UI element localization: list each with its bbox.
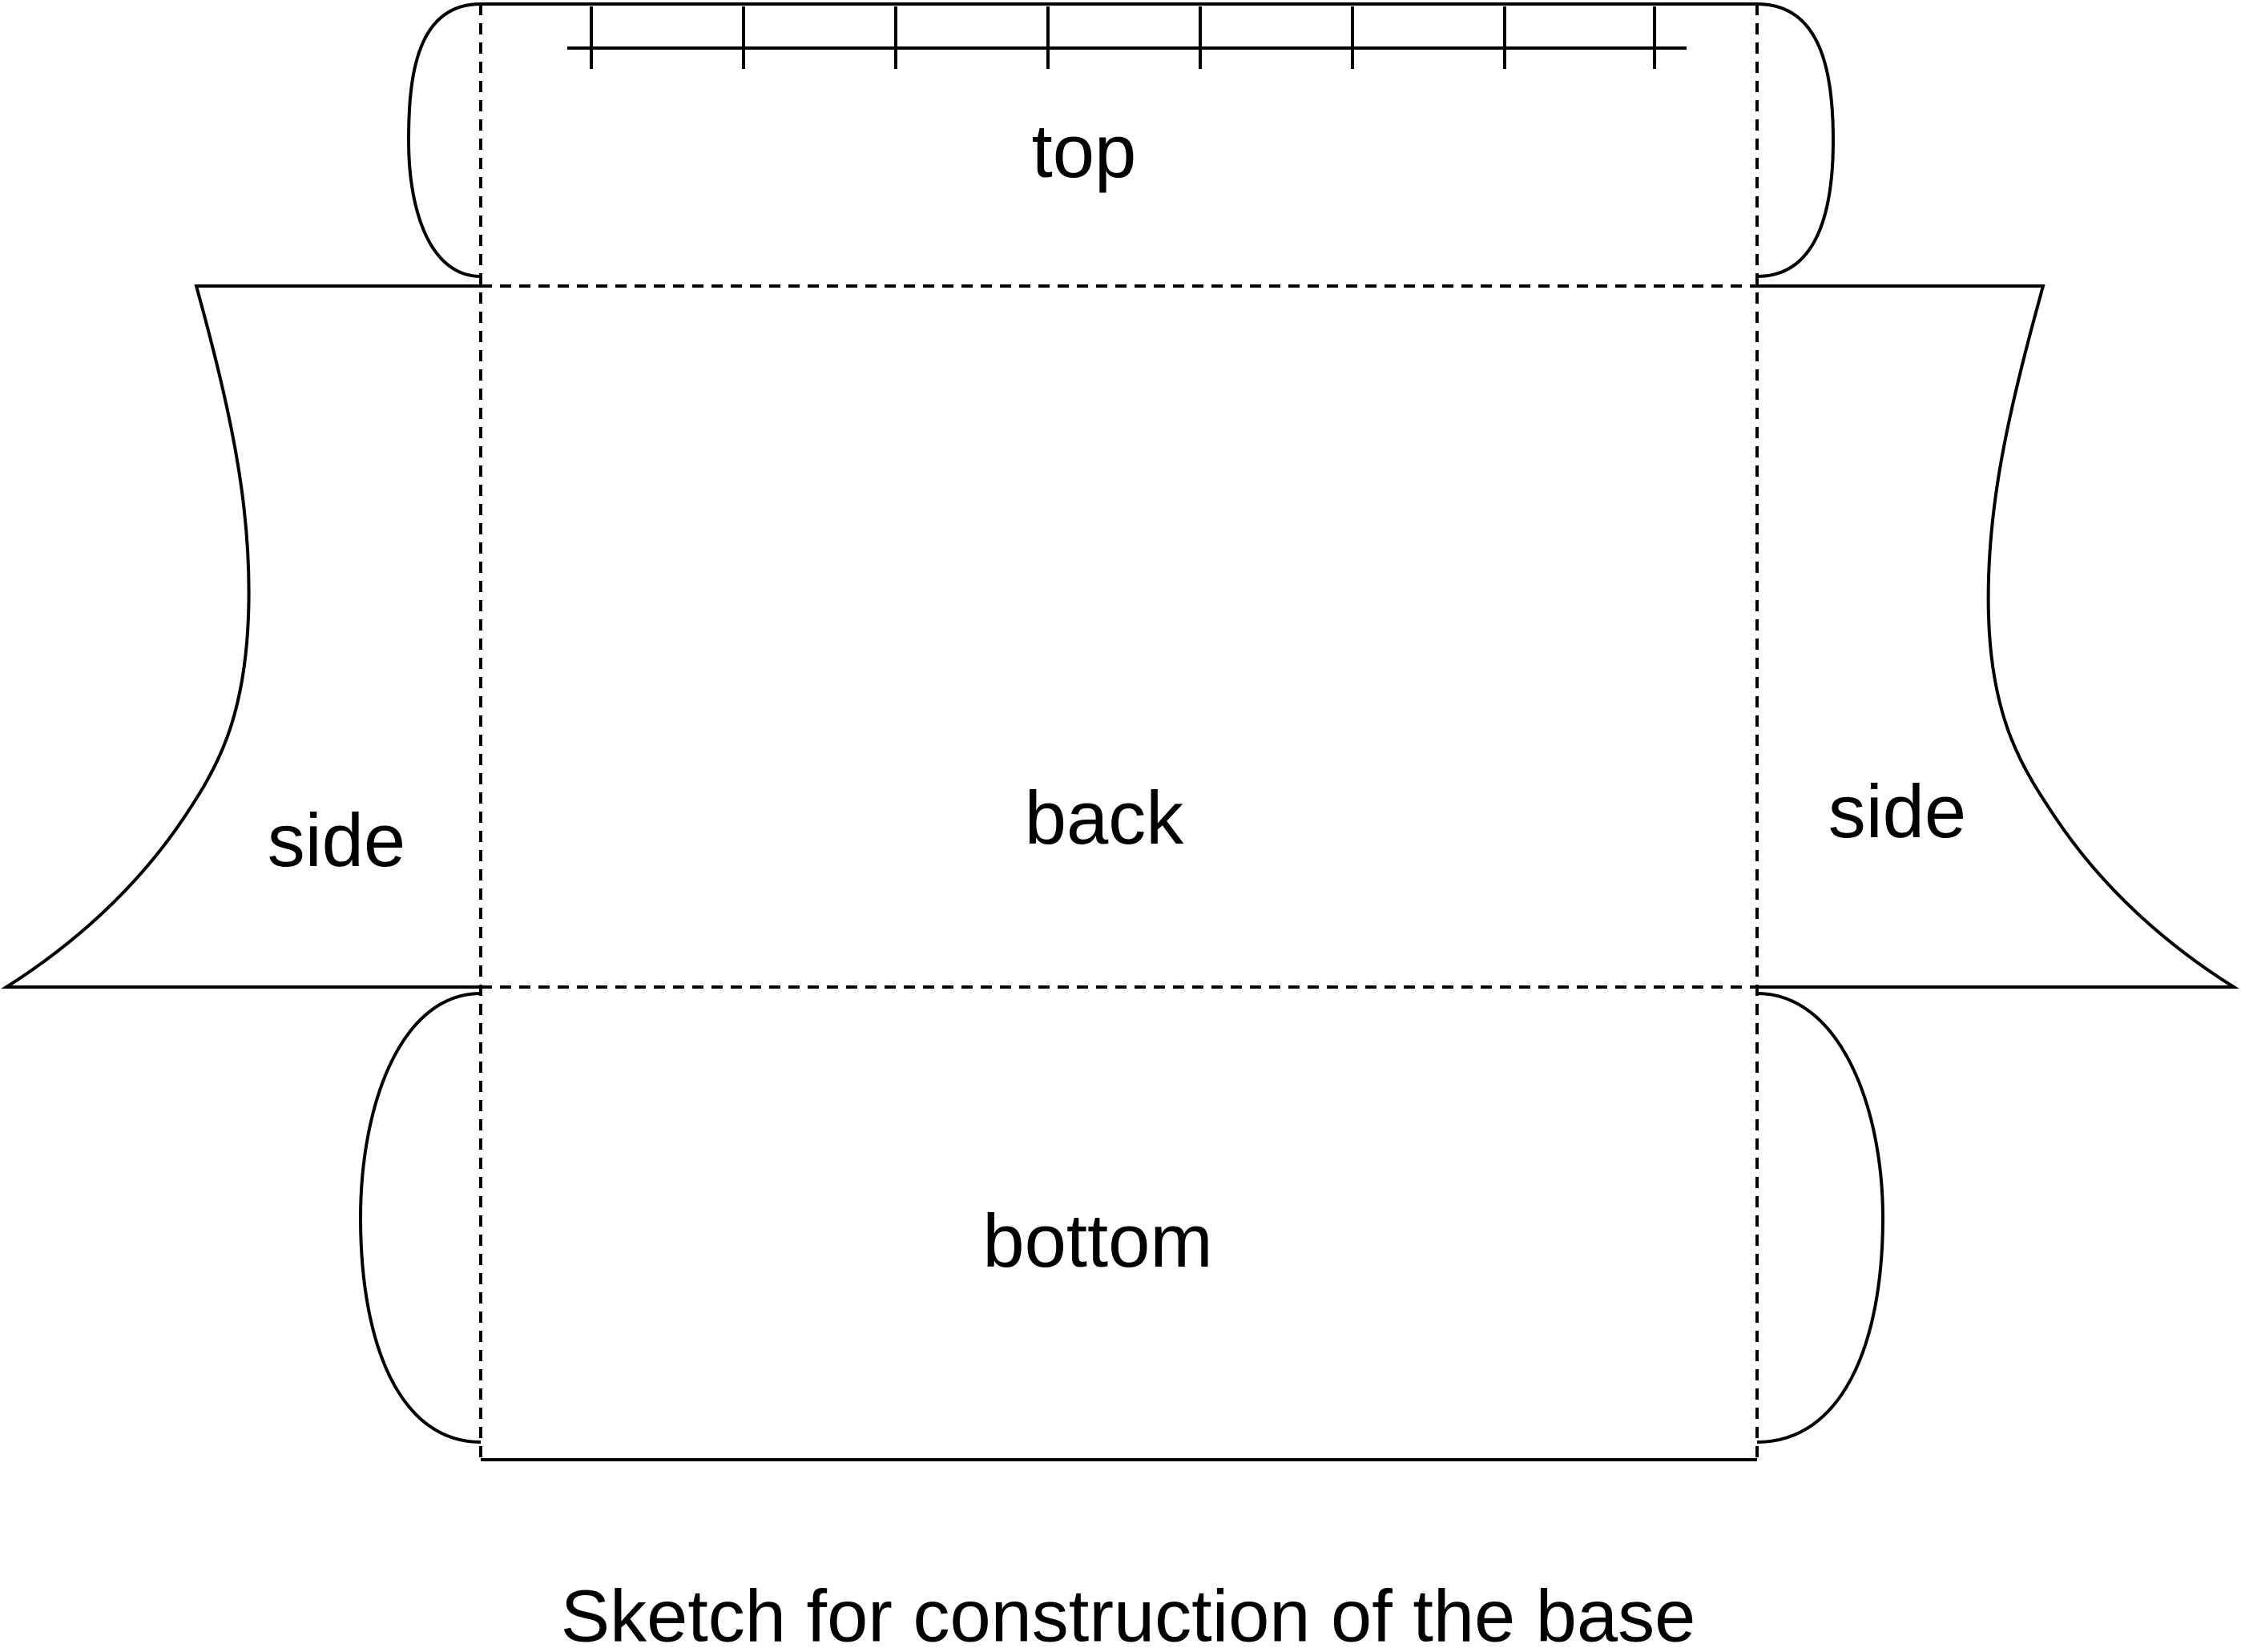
top-left-flap [406, 2, 482, 278]
top-panel-label: top [1032, 109, 1137, 193]
bottom-right-flap [1756, 992, 1885, 1444]
fold-lines [479, 4, 1759, 1460]
top-right-flap [1756, 2, 1836, 278]
back-panel-label: back [1025, 776, 1185, 860]
right-side-label: side [1828, 769, 1966, 853]
top-tab-ticks [590, 6, 1656, 69]
left-side-label: side [268, 798, 405, 882]
left-side-panel [1, 284, 481, 989]
right-side-panel [1757, 284, 2239, 989]
bottom-panel-label: bottom [982, 1199, 1212, 1283]
bottom-left-flap [358, 992, 482, 1444]
diagram-caption: Sketch for construction of the base [561, 1575, 1696, 1652]
